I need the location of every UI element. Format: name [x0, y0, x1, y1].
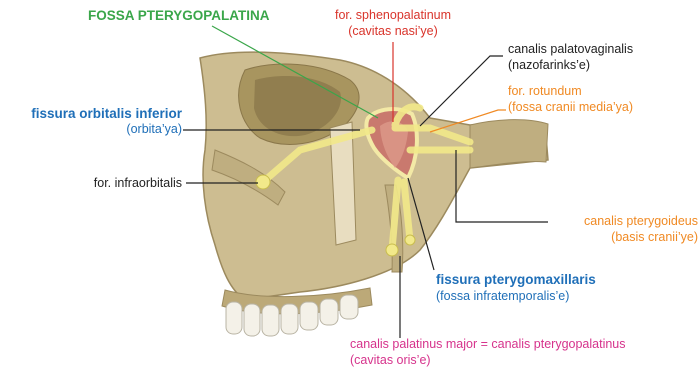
label-canalis-palatinus-major: canalis palatinus major = canalis pteryg…	[350, 337, 626, 352]
label-for-infraorbitalis: for. infraorbitalis	[0, 176, 182, 191]
label-basis-cranii: (basis cranii’ye)	[520, 230, 698, 245]
label-cavitas-oris: (cavitas oris’e)	[350, 353, 431, 368]
label-cavitas-nasi: (cavitas nasi’ye)	[313, 24, 473, 39]
infraorbital-foramen	[256, 175, 270, 189]
label-orbita: (orbita’ya)	[0, 122, 182, 137]
label-for-rotundum: for. rotundum	[508, 84, 582, 99]
sphenoid-body	[470, 120, 548, 168]
canal-opening	[386, 244, 398, 256]
label-fossa-infratemporalis: (fossa infratemporalis’e)	[436, 289, 569, 304]
label-fossa-pterygopalatina: FOSSA PTERYGOPALATINA	[88, 8, 270, 23]
canal-opening	[405, 235, 415, 245]
label-canalis-palatovaginalis: canalis palatovaginalis	[508, 42, 633, 57]
label-fissura-orbitalis-inferior: fissura orbitalis inferior	[0, 106, 182, 121]
leader-palatovag	[420, 56, 503, 126]
label-fossa-cranii-media: (fossa cranii media’ya)	[508, 100, 633, 115]
label-for-sphenopalatinum: for. sphenopalatinum	[313, 8, 473, 23]
label-canalis-pterygoideus: canalis pterygoideus	[520, 214, 698, 229]
label-nazofarinks: (nazofarinks’e)	[508, 58, 590, 73]
label-fissura-pterygomaxillaris: fissura pterygomaxillaris	[436, 272, 596, 287]
